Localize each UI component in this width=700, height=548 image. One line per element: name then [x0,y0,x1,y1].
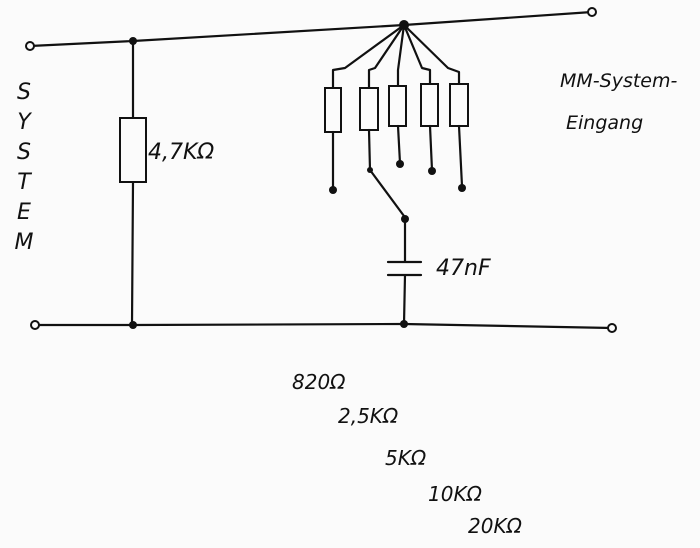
resistor-value-label: 820Ω [292,370,346,394]
system-letter: T [17,170,31,195]
resistor-value-label: 20KΩ [468,514,522,538]
system-letter: S [17,80,31,105]
resistor-820 [324,87,342,133]
resistor-value-label: 10KΩ [428,482,482,506]
resistor-value-label: 5KΩ [385,446,427,470]
input-label-line1: MM-System- [560,70,678,92]
top-wire [28,10,594,48]
capacitor-label: 47nF [436,256,491,281]
system-letter: E [17,200,31,225]
system-label: S Y S T E M [14,78,34,258]
system-letter: Y [17,110,31,135]
junctions [129,20,409,329]
load-resistor [119,39,147,327]
resistor-2k5 [359,87,379,131]
bottom-wire [33,322,614,330]
resistor-10k [420,83,439,127]
resistor-fan [324,23,469,218]
capacitor [386,217,423,326]
resistor-5k [388,85,407,127]
resistor-20k [449,83,469,127]
system-letter: S [17,140,31,165]
terminals [25,7,617,333]
load-resistor-label: 4,7KΩ [148,140,215,165]
resistor-value-label: 2,5KΩ [338,404,399,428]
system-letter: M [14,230,34,255]
input-label-line2: Eingang [566,112,644,134]
